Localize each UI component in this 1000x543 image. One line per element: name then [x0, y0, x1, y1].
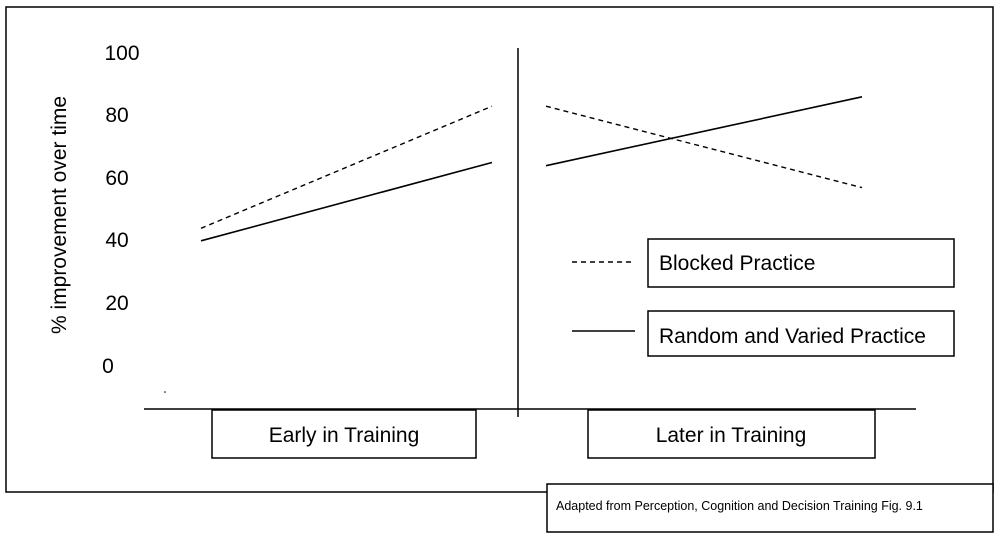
category-label-early: Early in Training: [269, 424, 420, 447]
caption-text: Adapted from Perception, Cognition and D…: [556, 499, 923, 513]
legend-label-blocked: Blocked Practice: [659, 252, 815, 275]
stray-dot: [164, 391, 166, 393]
y-tick-label: 100: [104, 42, 139, 65]
caption-box: [546, 483, 994, 533]
legend: Blocked Practice Random and Varied Pract…: [572, 238, 955, 357]
random-practice-line-later: [545, 96, 863, 167]
y-tick-label: 80: [105, 104, 128, 127]
blocked-practice-line-early: [200, 105, 493, 229]
series-layer: [200, 96, 863, 242]
category-box-later: [587, 409, 876, 459]
y-axis-ticks: 100 80 60 40 20 0: [102, 42, 139, 378]
y-tick-label: 40: [105, 229, 128, 252]
y-tick-label: 60: [105, 167, 128, 190]
category-box-early: [211, 409, 477, 459]
legend-box-random: [647, 310, 955, 357]
category-label-later: Later in Training: [656, 424, 807, 447]
random-practice-line-early: [200, 161, 493, 242]
y-tick-label: 0: [102, 355, 114, 378]
legend-box-blocked: [647, 238, 955, 288]
y-tick-label: 20: [105, 292, 128, 315]
legend-label-random: Random and Varied Practice: [659, 325, 926, 348]
y-axis-title: % improvement over time: [48, 96, 71, 334]
blocked-practice-line-later: [545, 105, 863, 189]
